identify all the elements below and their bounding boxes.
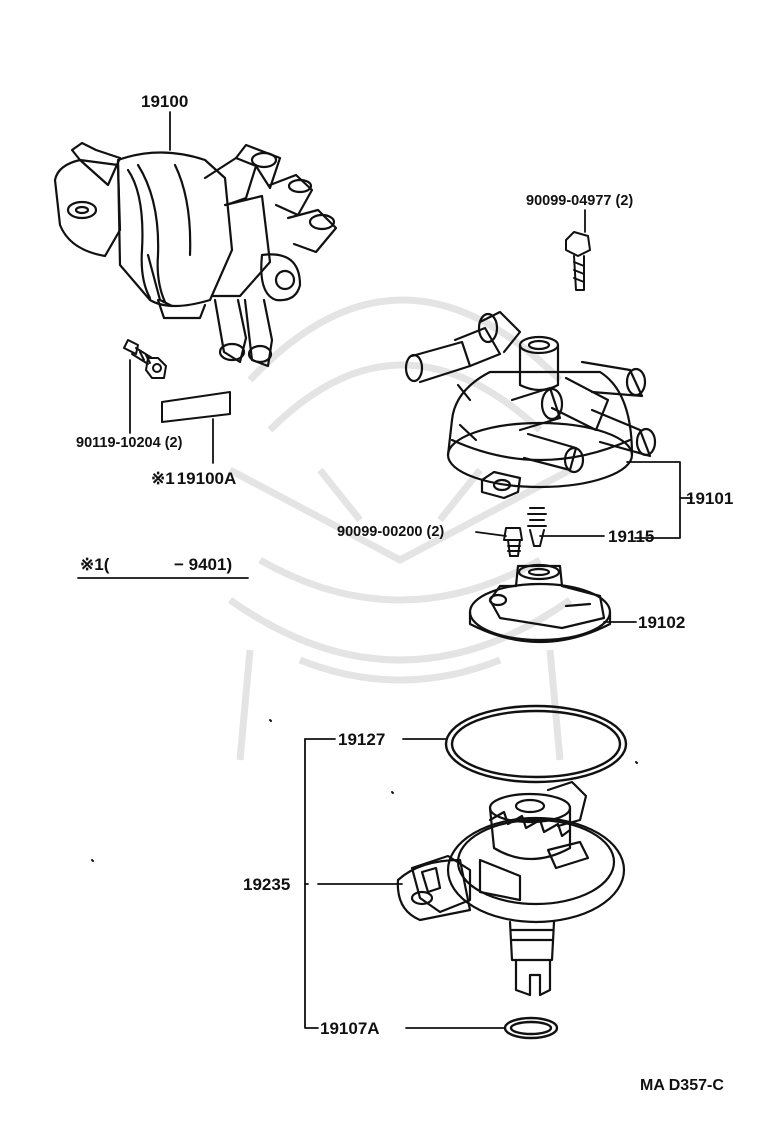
leader-lines <box>77 111 693 1029</box>
label-19115: 19115 <box>608 527 655 546</box>
diagram-code: MA D357-C <box>640 1077 724 1094</box>
bolt-90119-10204 <box>123 339 167 379</box>
label-plate-19100A <box>161 391 231 423</box>
samurai-helmet-watermark <box>227 296 573 761</box>
note-applicability: ※1( − 9401) <box>80 556 250 575</box>
bolt-90099-04977 <box>565 231 591 291</box>
o-ring-19107A <box>503 1016 559 1040</box>
label-90099-04977: 90099-04977 (2) <box>526 193 634 209</box>
label-90099-00200: 90099-00200 (2) <box>337 524 445 540</box>
note-range-end: − 9401) <box>174 555 233 574</box>
spring-19115 <box>527 507 547 547</box>
label-19100A: 19100A <box>176 469 237 488</box>
label-19107A: 19107A <box>320 1019 380 1038</box>
distributor-assembly <box>53 141 338 368</box>
label-19100: 19100 <box>141 92 189 111</box>
label-90119-10204: 90119-10204 (2) <box>76 435 183 451</box>
rotor-19102 <box>468 563 612 643</box>
label-19127: 19127 <box>338 730 386 749</box>
screw-90099-00200 <box>503 527 523 557</box>
note-marker: ※1 <box>151 469 175 488</box>
label-19101: 19101 <box>686 489 734 508</box>
o-ring-19127 <box>444 704 628 784</box>
label-19102: 19102 <box>638 613 686 632</box>
housing-19235 <box>396 780 626 997</box>
note-marker-inline: ※1( <box>80 555 110 574</box>
label-19235: 19235 <box>243 875 291 894</box>
print-specks <box>91 719 638 862</box>
distributor-cap <box>404 310 657 500</box>
